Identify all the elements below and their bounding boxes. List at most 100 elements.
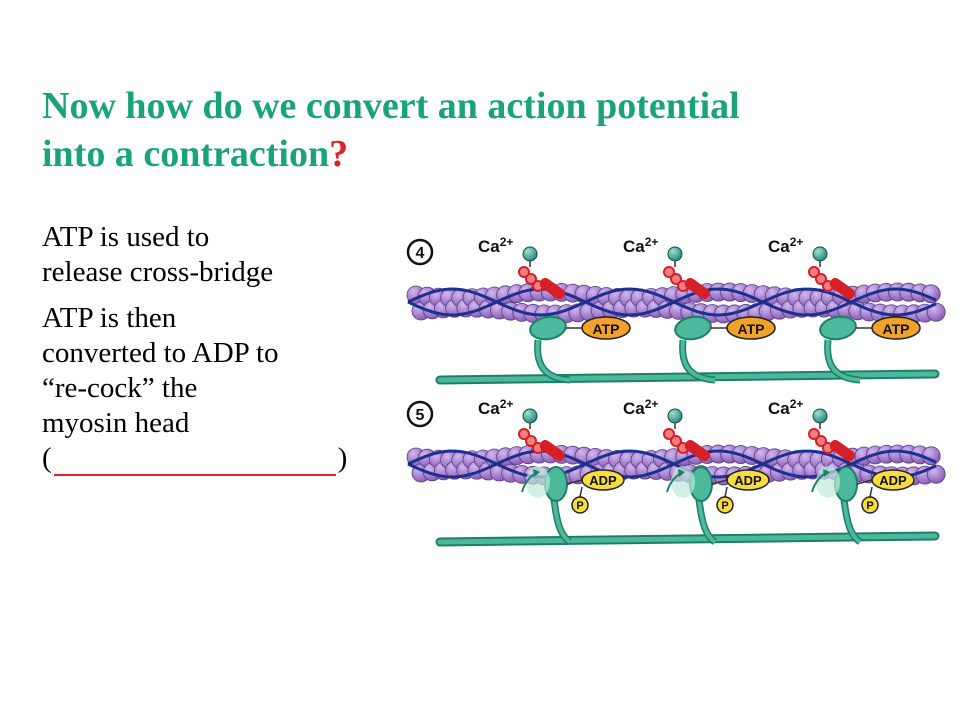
step-number-circle bbox=[406, 238, 434, 266]
myosin-neck-core bbox=[697, 499, 717, 544]
page-title: Now how do we convert an action potentia… bbox=[42, 82, 902, 178]
atp-pill bbox=[726, 316, 776, 340]
troponin-rod bbox=[539, 439, 565, 462]
phosphate-link bbox=[724, 486, 728, 498]
blank-close-paren: ) bbox=[337, 442, 348, 474]
step-number: 5 bbox=[416, 407, 425, 424]
atp-label: ATP bbox=[883, 321, 910, 337]
atp-molecule: ATP bbox=[581, 316, 631, 340]
phosphate: P bbox=[861, 486, 879, 514]
myosin-head: ADP P bbox=[666, 466, 770, 545]
title-line-2: into a contraction? bbox=[42, 130, 902, 178]
paragraph-atp-to-adp: ATP is then converted to ADP to “re-cock… bbox=[42, 301, 372, 476]
adp-pill bbox=[871, 469, 915, 491]
adp-molecule: ADP bbox=[871, 469, 915, 491]
para2-line2: converted to ADP to bbox=[42, 337, 279, 369]
troponin-complex bbox=[808, 428, 855, 462]
atp-molecule: ATP bbox=[726, 316, 776, 340]
troponin-subunit bbox=[518, 266, 530, 278]
troponin-subunit bbox=[663, 266, 675, 278]
tropomyosin-strand bbox=[407, 287, 937, 317]
calcium-ion bbox=[522, 408, 538, 424]
phosphate-label: P bbox=[721, 500, 728, 512]
troponin-rod bbox=[539, 277, 565, 300]
calcium-label: Ca2+ bbox=[768, 397, 803, 418]
phosphate-link bbox=[579, 486, 583, 498]
troponin-subunit bbox=[815, 273, 827, 285]
calcium-label: Ca2+ bbox=[478, 235, 513, 256]
actin-bead bbox=[926, 464, 946, 484]
myosin-thick-filament-core bbox=[437, 371, 938, 383]
troponin-subunit bbox=[670, 435, 682, 447]
title-question-mark: ? bbox=[329, 133, 349, 175]
myosin-neck-core bbox=[552, 499, 572, 544]
adp-label: ADP bbox=[734, 473, 762, 488]
calcium-label: Ca2+ bbox=[623, 235, 658, 256]
phosphate-label: P bbox=[866, 500, 873, 512]
para2-line3: “re-cock” the bbox=[42, 372, 198, 404]
para1-line2: release cross-bridge bbox=[42, 256, 274, 288]
myosin-globular-head bbox=[819, 315, 857, 341]
phosphate-label: P bbox=[576, 500, 583, 512]
fill-in-blank: () bbox=[42, 442, 348, 476]
atp-pill bbox=[871, 316, 921, 340]
step-number-badge: 4 bbox=[406, 238, 434, 266]
myosin-neck-core bbox=[825, 339, 861, 382]
adp-pill bbox=[726, 469, 770, 491]
troponin-complex bbox=[518, 428, 565, 462]
cross-bridge-unit: Ca2+ ATP bbox=[623, 235, 776, 384]
atp-label: ATP bbox=[738, 321, 765, 337]
calcium-ion bbox=[812, 246, 828, 262]
adp-pill bbox=[581, 469, 625, 491]
adp-molecule: ADP bbox=[581, 469, 625, 491]
calcium-ion bbox=[522, 246, 538, 262]
adp-label: ADP bbox=[879, 473, 907, 488]
troponin-complex bbox=[808, 266, 855, 300]
calcium-ion bbox=[812, 408, 828, 424]
atp-molecule: ATP bbox=[871, 316, 921, 340]
step-number-badge: 5 bbox=[406, 400, 434, 428]
myosin-neck-core bbox=[680, 339, 716, 382]
phosphate-circle bbox=[571, 496, 589, 514]
nucleotide-link bbox=[856, 479, 873, 485]
calcium-ion bbox=[667, 246, 683, 262]
paragraph-atp-release: ATP is used to release cross-bridge bbox=[42, 220, 372, 290]
explanation-text: ATP is used to release cross-bridge ATP … bbox=[42, 220, 372, 487]
myosin-head-ghost bbox=[526, 466, 550, 498]
troponin-subunit bbox=[808, 266, 820, 278]
troponin-subunit bbox=[808, 428, 820, 440]
cross-bridge-unit: Ca2+ ADP P bbox=[623, 397, 770, 545]
para2-line1: ATP is then bbox=[42, 302, 177, 334]
title-line-2-text: into a contraction bbox=[42, 133, 330, 175]
myosin-head: ATP bbox=[819, 315, 921, 384]
recock-arrowhead bbox=[823, 469, 830, 477]
myosin-head-ghost bbox=[816, 466, 840, 498]
para1-line1: ATP is used to bbox=[42, 221, 210, 253]
myosin-head: ATP bbox=[529, 315, 631, 384]
nucleotide-link bbox=[566, 479, 583, 485]
calcium-label: Ca2+ bbox=[623, 397, 658, 418]
myosin-globular-head bbox=[529, 315, 567, 341]
calcium-ion bbox=[667, 408, 683, 424]
troponin-subunit bbox=[518, 428, 530, 440]
myosin-head-ghost bbox=[671, 466, 695, 498]
troponin-rod bbox=[829, 277, 855, 300]
troponin-rod bbox=[829, 439, 855, 462]
calcium-label: Ca2+ bbox=[768, 235, 803, 256]
calcium-label: Ca2+ bbox=[478, 397, 513, 418]
atp-label: ATP bbox=[593, 321, 620, 337]
troponin-subunit bbox=[670, 273, 682, 285]
troponin-subunit bbox=[663, 428, 675, 440]
myosin-neck-core bbox=[842, 499, 862, 544]
cross-bridge-unit: Ca2+ ADP P bbox=[768, 397, 915, 545]
myosin-neck-core bbox=[535, 339, 571, 382]
phosphate: P bbox=[716, 486, 734, 514]
blank-open-paren: ( bbox=[42, 442, 52, 474]
troponin-subunit bbox=[525, 273, 537, 285]
phosphate-circle bbox=[861, 496, 879, 514]
troponin-subunit bbox=[525, 435, 537, 447]
recock-arrowhead bbox=[678, 469, 685, 477]
phosphate-link bbox=[869, 486, 873, 498]
troponin-complex bbox=[663, 428, 710, 462]
